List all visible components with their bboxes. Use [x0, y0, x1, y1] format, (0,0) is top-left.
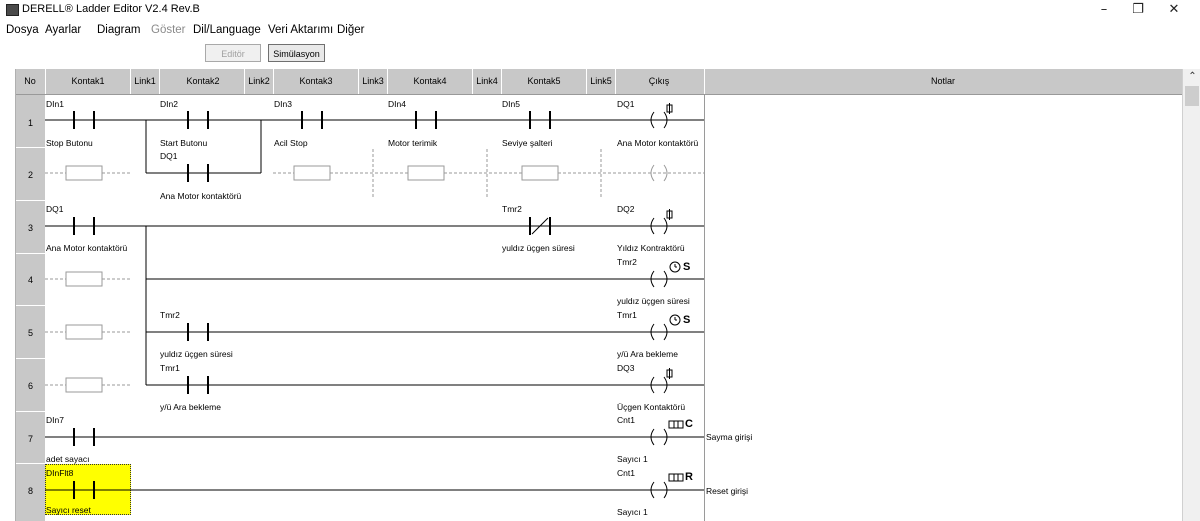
- coil-desc: Üçgen Kontaktörü: [617, 402, 686, 412]
- coil-name[interactable]: Cnt1: [617, 468, 635, 478]
- contact-desc: Ana Motor kontaktörü: [46, 243, 128, 253]
- menu-ayarlar[interactable]: Ayarlar: [45, 24, 82, 36]
- coil-desc: Sayıcı 1: [617, 507, 648, 517]
- ladder-diagram: [45, 103, 704, 499]
- row-note[interactable]: Reset girişi: [706, 486, 749, 496]
- row-number[interactable]: 5: [27, 328, 33, 338]
- col-no: No: [24, 76, 36, 86]
- contact-name[interactable]: DIn3: [274, 99, 292, 109]
- coil-name[interactable]: DQ3: [617, 363, 635, 373]
- coil-desc: Sayıcı 1: [617, 454, 648, 464]
- menu-language[interactable]: Dil/Language: [193, 24, 261, 36]
- coil-desc: Ana Motor kontaktörü: [617, 138, 699, 148]
- close-button[interactable]: ✕: [1168, 2, 1180, 17]
- timer-set-mark: S: [683, 261, 691, 273]
- col-notes: Notlar: [930, 76, 956, 86]
- notes-divider: [704, 95, 705, 521]
- contact-name[interactable]: Tmr2: [502, 204, 522, 214]
- row-number[interactable]: 7: [27, 434, 33, 444]
- contact-name[interactable]: DInFlt8: [46, 468, 74, 478]
- contact-desc: Motor terimik: [388, 138, 438, 148]
- minimize-button[interactable]: –: [1100, 2, 1108, 17]
- contact-name[interactable]: DIn2: [160, 99, 178, 109]
- coil-desc: yuldız üçgen süresi: [617, 296, 690, 306]
- scroll-thumb[interactable]: [1185, 86, 1199, 106]
- coil-name[interactable]: DQ1: [617, 99, 635, 109]
- coil-name[interactable]: Tmr2: [617, 257, 637, 267]
- coil-name[interactable]: DQ2: [617, 204, 635, 214]
- col-kontak1: Kontak1: [71, 76, 105, 86]
- timer-set-mark: S: [683, 314, 691, 326]
- row-number[interactable]: 4: [27, 275, 33, 285]
- row-number[interactable]: 6: [27, 381, 33, 391]
- menu-diger[interactable]: Diğer: [337, 24, 365, 36]
- col-link1: Link1: [134, 76, 156, 86]
- toolbar: Editör Simülasyon: [0, 40, 1200, 66]
- contact-name[interactable]: Tmr2: [160, 310, 180, 320]
- contact-desc: Seviye şalteri: [502, 138, 553, 148]
- simulation-button[interactable]: Simülasyon: [268, 44, 325, 62]
- row-note[interactable]: Sayma girişi: [706, 432, 753, 442]
- menu-veri-aktarimi[interactable]: Veri Aktarımı: [268, 24, 334, 36]
- app-icon: [6, 4, 19, 16]
- contact-name[interactable]: DIn4: [388, 99, 406, 109]
- window-title: DERELL® Ladder Editor V2.4 Rev.B: [22, 3, 200, 15]
- scroll-up-icon[interactable]: ⌃: [1188, 71, 1197, 82]
- col-kontak5: Kontak5: [527, 76, 561, 86]
- ladder-grid: No Kontak1 Link1 Kontak2 Link2 Kontak3 L…: [15, 69, 1200, 521]
- row-number[interactable]: 2: [27, 170, 33, 180]
- counter-count-mark: C: [685, 418, 693, 430]
- contact-desc: y/ü Ara bekleme: [160, 402, 221, 412]
- contact-name[interactable]: DIn1: [46, 99, 64, 109]
- counter-reset-mark: R: [685, 471, 693, 483]
- title-bar: DERELL® Ladder Editor V2.4 Rev.B – ❐ ✕: [0, 0, 1200, 20]
- coil-desc: y/ü Ara bekleme: [617, 349, 678, 359]
- row-header: 1 2 3 4 5 6 7 8: [16, 95, 45, 521]
- col-link5: Link5: [590, 76, 612, 86]
- col-link3: Link3: [362, 76, 384, 86]
- editor-button[interactable]: Editör: [205, 44, 261, 62]
- row-number[interactable]: 1: [27, 118, 33, 128]
- col-link2: Link2: [248, 76, 270, 86]
- contact-desc: yuldız üçgen süresi: [502, 243, 575, 253]
- contact-desc: Sayıcı reset: [46, 505, 91, 515]
- contact-desc: Acil Stop: [274, 138, 308, 148]
- menu-diagram[interactable]: Diagram: [97, 24, 141, 36]
- menu-dosya[interactable]: Dosya: [6, 24, 39, 36]
- contact-name[interactable]: DQ1: [46, 204, 64, 214]
- contact-name[interactable]: Tmr1: [160, 363, 180, 373]
- row-number[interactable]: 3: [27, 223, 33, 233]
- maximize-button[interactable]: ❐: [1132, 2, 1144, 17]
- coil-desc: Yıldız Kontraktörü: [617, 243, 685, 253]
- contact-desc: Stop Butonu: [46, 138, 93, 148]
- contact-desc: adet sayacı: [46, 454, 90, 464]
- contact-desc: Ana Motor kontaktörü: [160, 191, 242, 201]
- contact-desc: yuldız üçgen süresi: [160, 349, 233, 359]
- coil-name[interactable]: Tmr1: [617, 310, 637, 320]
- col-kontak4: Kontak4: [413, 76, 447, 86]
- contact-desc: Start Butonu: [160, 138, 208, 148]
- row-number[interactable]: 8: [27, 486, 33, 496]
- col-kontak3: Kontak3: [299, 76, 333, 86]
- col-output: Çıkış: [648, 76, 670, 86]
- vertical-scrollbar[interactable]: ⌃: [1182, 69, 1200, 521]
- column-header: No Kontak1 Link1 Kontak2 Link2 Kontak3 L…: [16, 69, 1182, 95]
- contact-name[interactable]: DQ1: [160, 151, 178, 161]
- contact-name[interactable]: DIn5: [502, 99, 520, 109]
- col-link4: Link4: [476, 76, 498, 86]
- menu-goster[interactable]: Göster: [151, 24, 186, 36]
- coil-name[interactable]: Cnt1: [617, 415, 635, 425]
- contact-name[interactable]: DIn7: [46, 415, 64, 425]
- col-kontak2: Kontak2: [186, 76, 220, 86]
